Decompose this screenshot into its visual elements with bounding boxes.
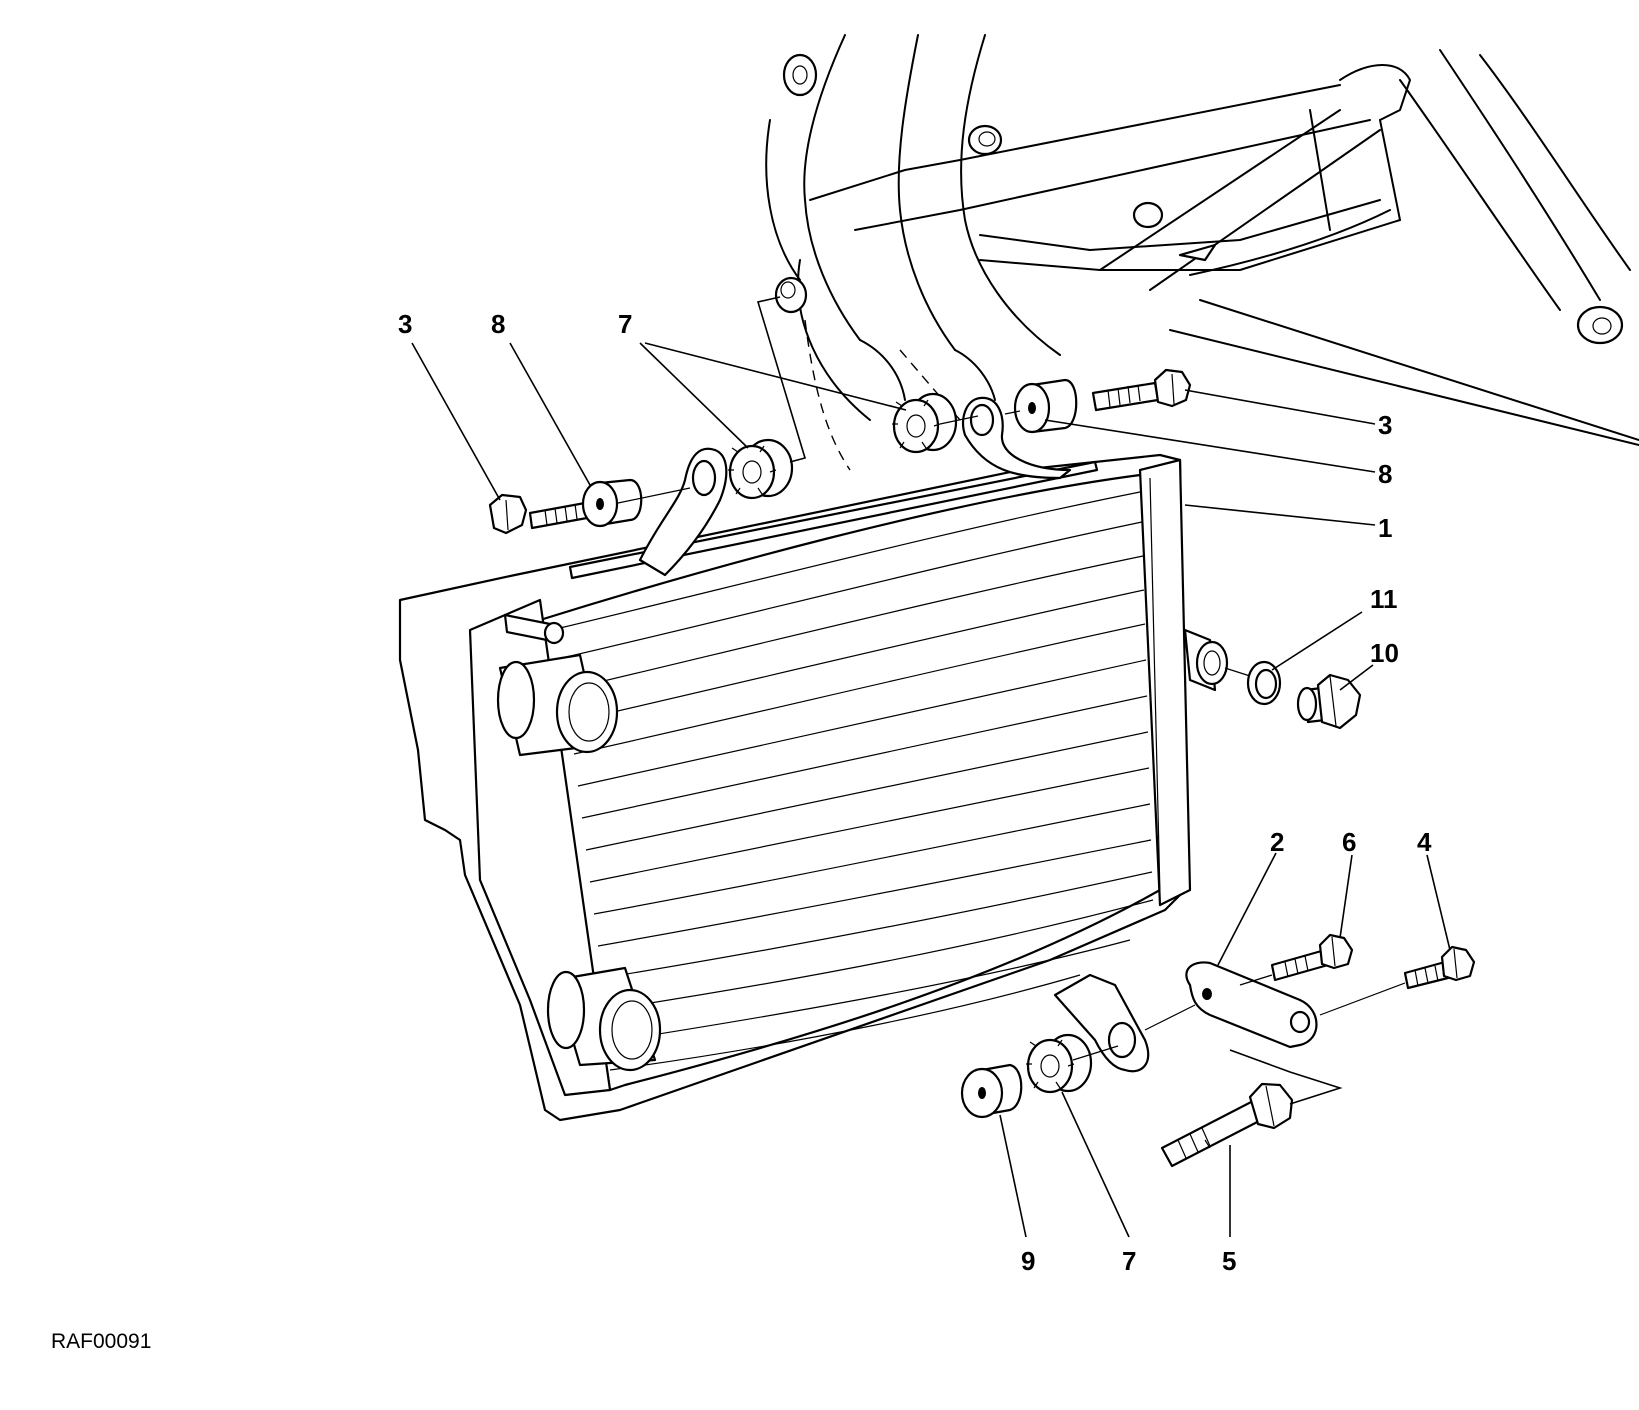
callout-5: 5 — [1222, 1246, 1236, 1276]
callout-10: 10 — [1370, 638, 1399, 668]
callout-2: 2 — [1270, 827, 1284, 857]
grommet-7-bottom — [1026, 1033, 1093, 1094]
callout-9: 9 — [1021, 1246, 1035, 1276]
outlet-pipe — [546, 966, 662, 1072]
spacer-9 — [960, 1063, 1023, 1119]
callout-7-bottom: 7 — [1122, 1246, 1136, 1276]
callout-8-right: 8 — [1378, 459, 1392, 489]
drawing-code: RAF00091 — [51, 1330, 152, 1353]
spacer-8-left — [581, 478, 643, 528]
callout-3-left: 3 — [398, 309, 412, 339]
radiator-fins — [559, 491, 1154, 1071]
bolt-3-right — [1091, 368, 1192, 412]
callout-7-top: 7 — [618, 309, 632, 339]
callout-6: 6 — [1342, 827, 1356, 857]
washer-11 — [1246, 660, 1282, 706]
callout-1: 1 — [1378, 513, 1392, 543]
spacer-8-right — [1013, 378, 1078, 434]
leader-lines — [411, 342, 1451, 1238]
bolt-4 — [1403, 945, 1476, 990]
bolt-6 — [1270, 933, 1354, 982]
callout-4: 4 — [1417, 827, 1432, 857]
inlet-pipe — [496, 653, 619, 757]
callout-3-right: 3 — [1378, 410, 1392, 440]
motorcycle-frame — [765, 34, 1639, 471]
callout-labels: 3 8 7 3 8 1 11 10 2 6 4 9 7 5 — [398, 309, 1432, 1276]
oil-cooler-radiator — [398, 453, 1229, 1122]
callout-8-left: 8 — [491, 309, 505, 339]
link-plate-2 — [1185, 961, 1318, 1049]
grommet-7-top-left — [728, 438, 794, 500]
top-left-bracket — [638, 447, 728, 577]
callout-11: 11 — [1370, 584, 1398, 614]
grommet-7-top-right — [892, 392, 958, 454]
bottom-bracket — [1053, 973, 1150, 1073]
bolt-3-left — [488, 493, 589, 535]
top-right-bracket — [962, 396, 1072, 480]
long-bolt-5 — [1160, 1082, 1294, 1168]
drain-plug-10 — [1296, 673, 1362, 730]
